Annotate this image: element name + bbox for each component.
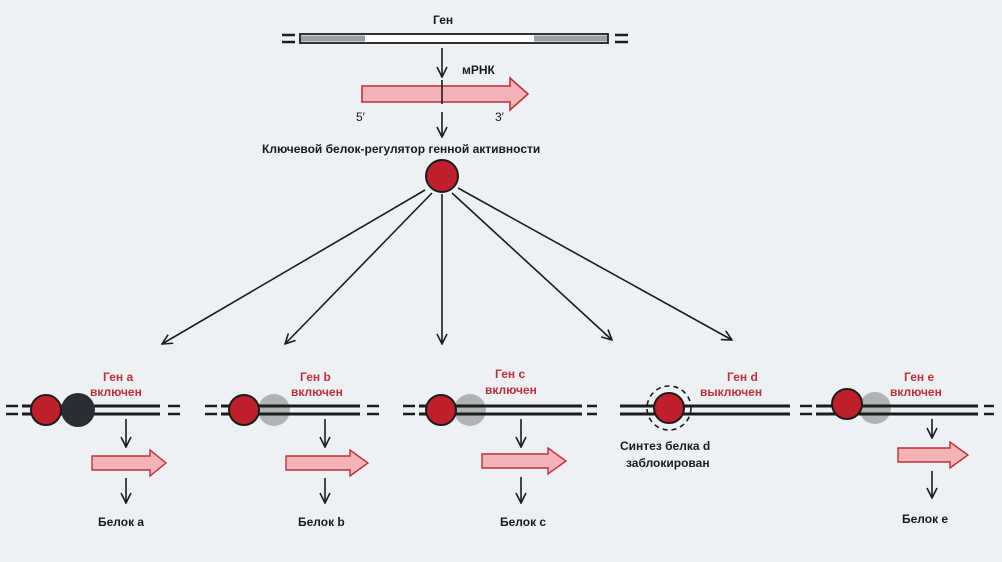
gene-a-regulator [30,394,62,426]
top-gene [282,33,628,44]
gene-b-status: включен [291,385,343,399]
gene-e-label: Ген e [904,370,934,384]
distribution-arrows [162,187,732,344]
mrna-label: мРНК [462,63,496,77]
regulator-title: Ключевой белок-регулятор генной активнос… [262,142,540,156]
gene-c-label: Ген c [495,367,525,381]
gene-a-mrna-arrow [91,448,168,478]
gene-c-regulator [425,394,457,426]
three-prime-label: 3′ [495,110,505,124]
gene-e [800,388,994,424]
gene-d-label: Ген d [727,370,758,384]
protein-b-label: Белок b [298,515,345,529]
gene-d [620,385,790,431]
gene-a-label: Ген a [103,370,133,384]
arrow-to-gene-a [162,189,426,344]
regulator-protein [425,159,459,193]
gene-d-regulator [653,392,685,424]
gene-e-regulator [831,388,863,420]
protein-a-label: Белок a [98,515,144,529]
gene-e-mrna-arrow [897,440,970,470]
mrna-arrow [361,76,530,112]
gene-b-mrna-arrow [285,448,370,478]
gene-b [205,394,379,426]
five-prime-label: 5′ [356,110,366,124]
gene-a-status: включен [90,385,142,399]
gene-e-status: включен [890,385,942,399]
gene-a [6,393,180,427]
gene-a-bound-site [61,393,95,427]
protein-c-label: Белок c [500,515,546,529]
gene-d-blocked-line2: заблокирован [626,456,710,470]
gene-label: Ген [433,13,453,27]
gene-c [403,394,597,426]
gene-d-blocked-line1: Синтез белка d [620,439,710,453]
arrow-to-gene-b [285,192,433,344]
gene-c-status: включен [485,383,537,397]
gene-c-mrna-arrow [481,446,568,476]
gene-b-regulator [228,394,260,426]
gene-d-blocking-ring [646,385,692,431]
gene-d-status: выключен [700,385,762,399]
protein-e-label: Белок e [902,512,948,526]
arrow-to-gene-d [451,192,612,340]
gene-b-label: Ген b [300,370,331,384]
arrow-to-gene-e [457,187,732,340]
